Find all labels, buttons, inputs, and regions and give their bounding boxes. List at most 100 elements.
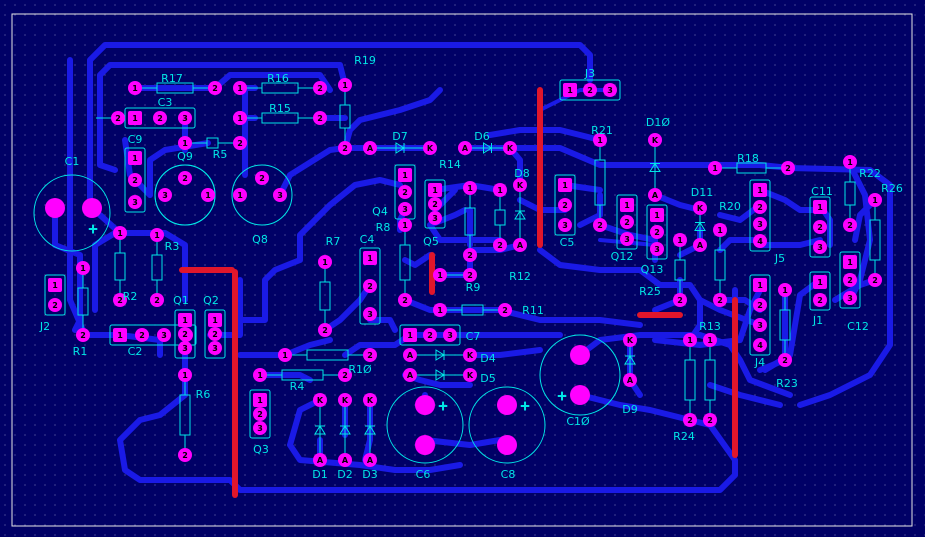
label-r3: R3	[165, 240, 180, 253]
copper-trace	[537, 247, 763, 328]
silk-outline	[399, 324, 461, 346]
pad-number: 2	[182, 330, 188, 339]
diode-symbol	[339, 425, 351, 435]
label-j4: J4	[754, 356, 765, 369]
label-r23: R23	[776, 377, 798, 390]
copper-trace	[92, 230, 118, 313]
pad-number: 3	[817, 243, 823, 252]
pad-number: 1	[497, 186, 503, 195]
round-pad	[150, 293, 164, 307]
round-pad	[693, 201, 707, 215]
round-pad	[233, 136, 247, 150]
silk-outline	[156, 82, 194, 94]
pad-number: 3	[132, 198, 138, 207]
pad-number: 2	[817, 223, 823, 232]
pad-number: 1	[182, 139, 188, 148]
square-pad	[558, 178, 572, 192]
diode-symbol	[624, 355, 636, 365]
round-pad	[398, 218, 412, 232]
pad-number: 3	[562, 221, 568, 230]
pad-number: 1	[154, 231, 160, 240]
round-pad	[111, 111, 125, 125]
round-pad	[813, 240, 827, 254]
pad-number: 1	[847, 158, 853, 167]
round-pad	[158, 188, 172, 202]
pad-number: 2	[847, 276, 853, 285]
label-c7: C7	[466, 330, 481, 343]
silk-outline	[749, 179, 771, 252]
pad-number: 2	[427, 331, 433, 340]
square-pad	[563, 83, 577, 97]
pad-number: A	[407, 351, 414, 360]
round-pad	[443, 328, 457, 342]
pad-number: 4	[757, 341, 763, 350]
round-pad	[403, 348, 417, 362]
silk-outline	[281, 369, 324, 381]
pad-number: K	[517, 181, 524, 190]
pad-number: K	[317, 396, 324, 405]
pad-number: 2	[257, 410, 263, 419]
round-pad	[503, 141, 517, 155]
round-pad	[178, 448, 192, 462]
pad-number: A	[317, 456, 324, 465]
round-pad	[318, 323, 332, 337]
label-q8: Q8	[252, 233, 268, 246]
pad-number: 2	[139, 331, 145, 340]
label-r21: R21	[591, 124, 613, 137]
pad-number: 3	[277, 191, 283, 200]
round-pad	[313, 111, 327, 125]
round-pad	[713, 293, 727, 307]
pad-number: A	[627, 376, 634, 385]
copper-trace	[117, 342, 738, 493]
label-d6: D6	[474, 130, 489, 143]
round-pad	[178, 111, 192, 125]
round-pad	[338, 393, 352, 407]
round-pad	[338, 78, 352, 92]
silk-outline	[869, 219, 881, 261]
round-pad	[558, 218, 572, 232]
square-pad	[363, 251, 377, 265]
pad-number: 1	[407, 331, 413, 340]
silk-outline	[646, 204, 668, 260]
label-j2: J2	[39, 320, 50, 333]
pad-number: 2	[497, 241, 503, 250]
round-pad	[623, 373, 637, 387]
round-pad	[458, 141, 472, 155]
label-r18: R18	[737, 152, 759, 165]
square-pad	[813, 275, 827, 289]
round-pad	[113, 293, 127, 307]
pad-number: 1	[212, 316, 218, 325]
jumper-wires	[179, 87, 738, 498]
pad-number: 2	[597, 221, 603, 230]
round-pad	[868, 193, 882, 207]
pad-number: 1	[237, 84, 243, 93]
copper-trace	[427, 222, 503, 243]
round-pad	[150, 228, 164, 242]
pad-number: 1	[654, 211, 660, 220]
pad-number: 1	[80, 264, 86, 273]
copper-trace	[342, 87, 443, 151]
pad-number: 3	[757, 321, 763, 330]
diode-symbol	[514, 210, 526, 220]
round-pad	[558, 198, 572, 212]
round-pad	[673, 293, 687, 307]
square-pad	[178, 313, 192, 327]
square-pad	[428, 183, 442, 197]
round-pad	[273, 188, 287, 202]
copper-trace	[757, 237, 823, 248]
silk-outline	[779, 309, 791, 341]
label-j3: J3	[584, 67, 595, 80]
square-pad	[253, 393, 267, 407]
pad-number: 3	[447, 331, 453, 340]
label-c12: C12	[847, 320, 869, 333]
copper-trace	[577, 392, 693, 423]
round-pad	[208, 341, 222, 355]
round-pad	[398, 293, 412, 307]
label-d3: D3	[362, 468, 377, 481]
round-pad	[201, 188, 215, 202]
label-c8: C8	[501, 468, 516, 481]
round-pad	[255, 171, 269, 185]
round-pad	[623, 333, 637, 347]
round-pad	[513, 238, 527, 252]
silk-outline	[494, 209, 506, 226]
